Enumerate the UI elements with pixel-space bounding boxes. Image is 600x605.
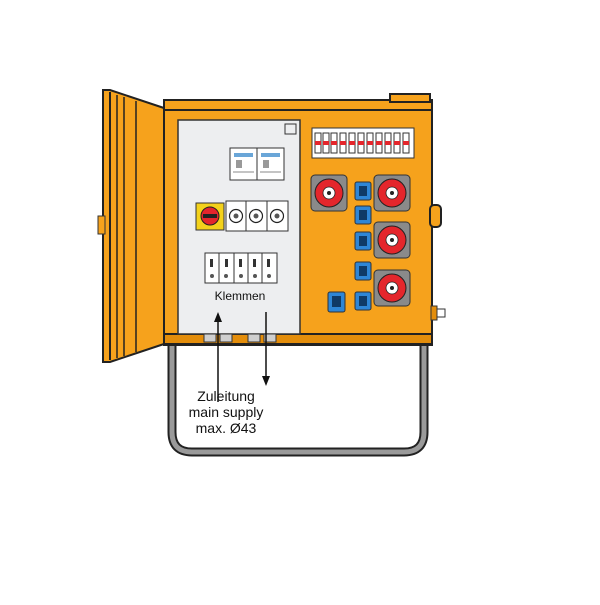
schuko-socket-icon — [354, 181, 372, 201]
fuse-holder-icon — [225, 200, 289, 232]
arrow-up-icon — [214, 312, 222, 402]
schuko-socket-icon — [327, 291, 346, 313]
schuko-socket-icon — [354, 205, 372, 225]
supply-label-line3: max. Ø43 — [196, 420, 257, 436]
mcb-row — [311, 127, 415, 159]
main-switch-icon — [195, 202, 225, 231]
side-latch — [430, 305, 446, 321]
schuko-socket-icon — [354, 291, 372, 311]
cabinet-door — [97, 89, 165, 363]
rcd-breaker-icon — [229, 147, 285, 181]
cee-socket-icon — [373, 221, 411, 259]
schuko-socket-icon — [354, 261, 372, 281]
cee-socket-icon — [373, 174, 411, 212]
supply-label-line2: main supply — [189, 404, 264, 420]
cee-socket-icon — [373, 269, 411, 307]
terminals-label: Klemmen — [215, 289, 266, 303]
cable-glands — [203, 333, 277, 343]
cee-socket-icon — [310, 174, 348, 212]
terminal-block-icon — [204, 252, 278, 284]
arrow-down-icon — [262, 312, 270, 386]
supply-label-line1: Zuleitung — [197, 388, 255, 404]
carrying-frame — [167, 337, 429, 457]
side-handle — [429, 204, 442, 228]
schuko-socket-icon — [354, 231, 372, 251]
